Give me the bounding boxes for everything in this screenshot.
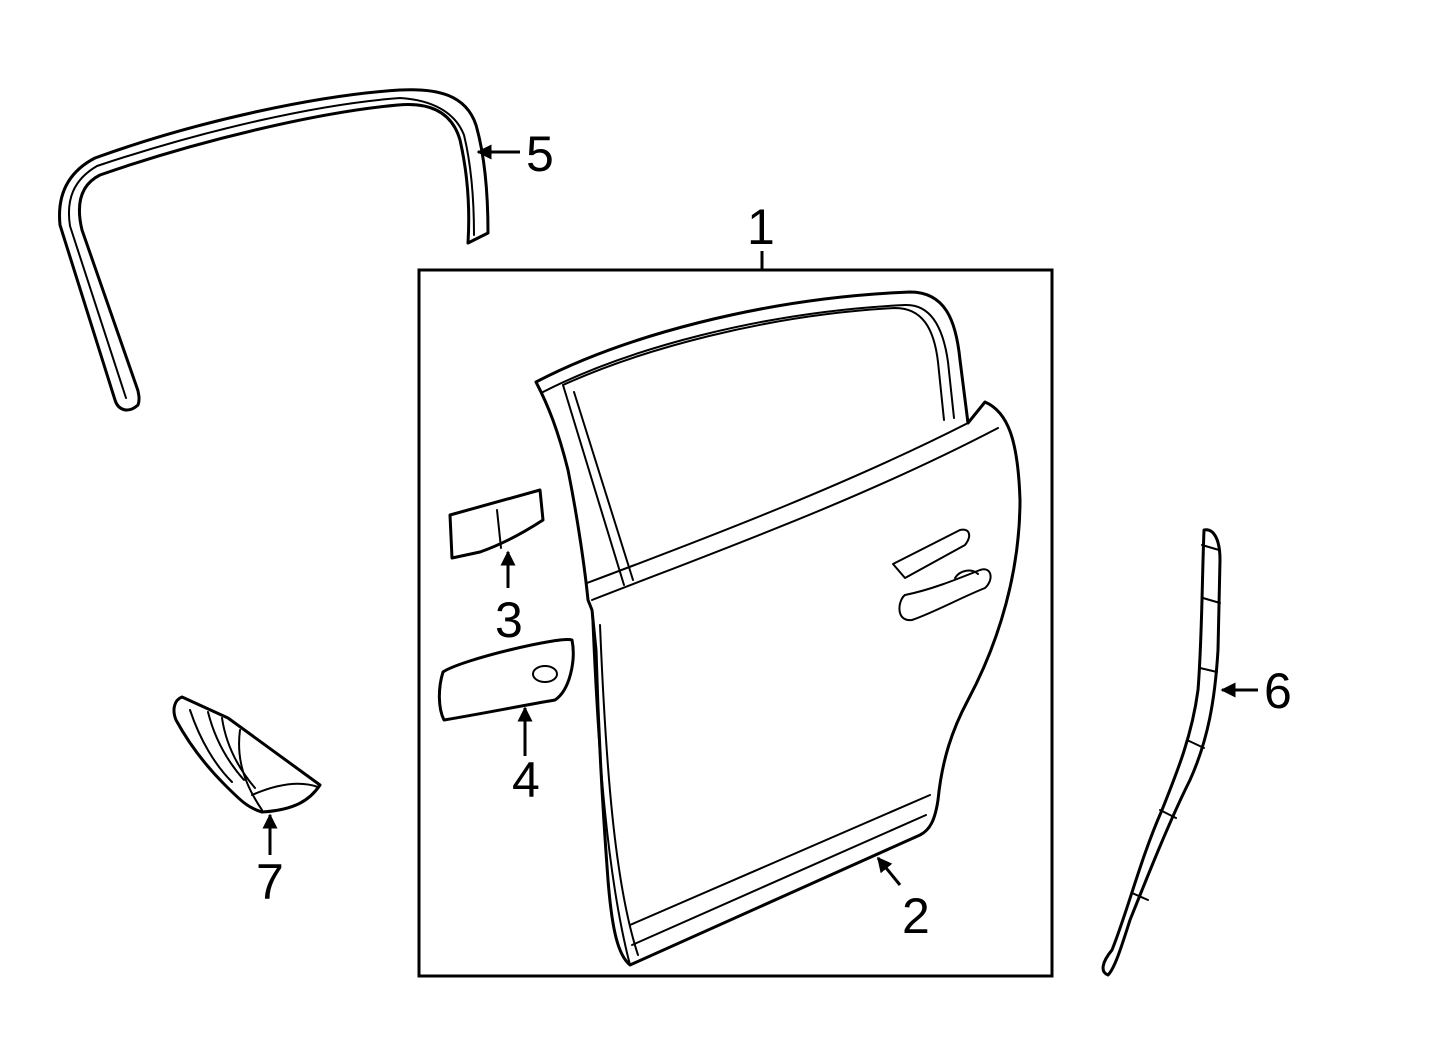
door-shell-part — [534, 290, 1022, 967]
callout-6: 6 — [1264, 663, 1292, 719]
applique-part — [448, 488, 545, 560]
callout-3: 3 — [495, 592, 523, 648]
bracket-part — [172, 695, 322, 814]
callout-1: 1 — [747, 199, 775, 255]
callout-7: 7 — [256, 854, 284, 910]
window-molding-part — [58, 88, 490, 412]
callout-2: 2 — [902, 888, 930, 944]
callout-4: 4 — [512, 752, 540, 808]
callout-5: 5 — [526, 126, 554, 182]
door-trim-pad-part — [437, 638, 575, 722]
door-assembly-box — [417, 268, 1054, 978]
weatherstrip-part — [1101, 528, 1222, 977]
